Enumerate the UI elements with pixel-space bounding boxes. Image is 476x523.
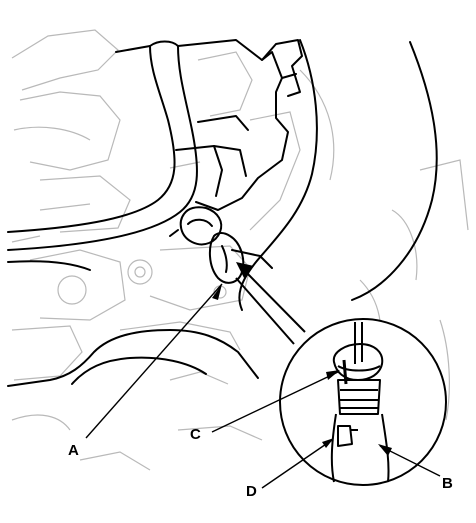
detail-magnifier [235, 262, 447, 486]
detail-tab-d [337, 425, 353, 447]
leader-d [261, 439, 333, 489]
leader-arrowheads [212, 284, 392, 456]
arrow-c [326, 370, 340, 380]
detail-pointer-line-2 [235, 277, 295, 345]
detail-clip-c [332, 343, 384, 381]
detail-pointer-arrowhead [236, 262, 254, 278]
detail-pointer-line-1 [243, 269, 306, 333]
callout-label-b: B [442, 475, 453, 492]
callout-label-a: A [68, 442, 79, 459]
detail-circle [279, 318, 447, 486]
arrow-b [378, 444, 392, 456]
arrow-a [212, 284, 222, 300]
background-engine-detail [11, 29, 469, 471]
engine-parts [7, 39, 438, 387]
arrow-d [322, 438, 334, 448]
housing-bracket [261, 39, 303, 97]
leader-a [85, 283, 223, 439]
left-hose-inner [7, 45, 198, 251]
detail-ribs [337, 379, 381, 415]
housing-block [115, 39, 289, 211]
leader-c [211, 371, 339, 433]
lower-panel [7, 329, 259, 387]
callout-label-c: C [190, 426, 201, 443]
left-hose [7, 45, 176, 233]
hose-clamp [179, 206, 223, 246]
callout-label-d: D [246, 483, 257, 500]
right-hose [238, 39, 318, 311]
right-hose-outer [351, 41, 438, 301]
